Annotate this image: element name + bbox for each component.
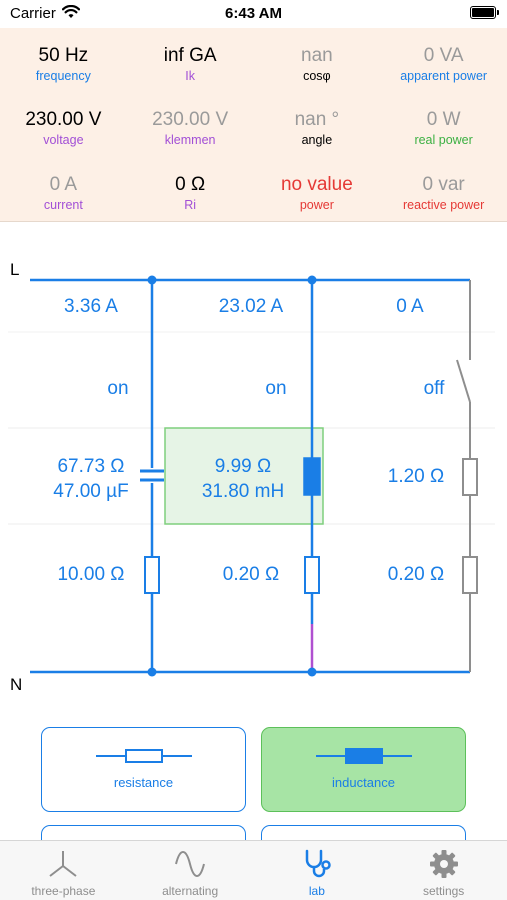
branch-2-reactance: 9.99 Ω [214,456,272,477]
gear-icon [429,850,458,878]
three-phase-icon [49,851,77,877]
readout-angle[interactable]: nan ° angle [254,92,381,156]
readout-ri[interactable]: 0 Ω Ri [127,157,254,221]
branch-1-current[interactable]: 3.36 A [64,296,118,317]
readout-value: nan [301,45,333,66]
readout-voltage[interactable]: 230.00 V voltage [0,92,127,156]
tab-bar: three-phase alternating lab [0,840,507,900]
readout-value: nan ° [294,109,340,131]
readout-value: 0 W [426,109,461,131]
battery-icon [470,6,499,19]
switch-blade [456,359,471,403]
inductance-button[interactable]: inductance [261,727,466,812]
readout-value: 0 var [422,173,465,195]
junction-dot [147,667,157,677]
readout-reactive-power[interactable]: 0 var reactive power [380,157,507,221]
readout-label: klemmen [164,133,216,148]
readout-value: 0 A [49,173,78,195]
inductance-label: inductance [332,775,395,790]
readout-current[interactable]: 0 A current [0,157,127,221]
readout-ik[interactable]: inf GA Ik [127,28,254,92]
readout-label: real power [414,133,473,148]
carrier-label: Carrier [10,5,56,22]
branch-1-reactance: 67.73 Ω [57,456,125,477]
clock: 6:43 AM [225,5,282,22]
readout-power[interactable]: no value power [254,157,381,221]
readout-value: 50 Hz [38,45,89,66]
junction-dot [307,667,317,677]
readout-value: inf GA [163,45,217,66]
selected-component-highlight [164,427,324,525]
readout-klemmen[interactable]: 230.00 V klemmen [127,92,254,156]
stethoscope-icon [305,849,331,878]
junction-dot [147,275,157,285]
tab-settings[interactable]: settings [380,841,507,900]
branch-3-reactance[interactable]: 1.20 Ω [387,466,445,487]
branch-2-inductor-values[interactable]: 9.99 Ω 31.80 mH [180,454,306,504]
circuit-schematic [8,275,495,677]
resistor-symbol-icon [96,749,192,763]
readout-label: current [43,197,83,212]
readout-frequency[interactable]: 50 Hz frequency [0,28,127,92]
branch-2-state[interactable]: on [265,378,287,399]
tab-lab[interactable]: lab [254,841,381,900]
readout-label: cosφ [303,69,331,83]
readout-value: 230.00 V [152,109,229,131]
readout-value: 0 VA [423,45,464,66]
sine-wave-icon [175,851,206,877]
branch-2-resistance[interactable]: 0.20 Ω [222,564,280,585]
readout-value: 230.00 V [25,109,102,131]
inductor [303,457,321,496]
tab-three-phase[interactable]: three-phase [0,841,127,900]
readout-apparent-power[interactable]: 0 VA apparent power [380,28,507,92]
readout-label: Ri [184,197,197,212]
wifi-icon [62,5,80,18]
resistance-button[interactable]: resistance [41,727,246,812]
branch-3-state[interactable]: off [423,378,445,399]
branch-3-current[interactable]: 0 A [396,296,424,317]
tab-alternating[interactable]: alternating [127,841,254,900]
readout-panel: 50 Hz frequency inf GA Ik nan cosφ 0 VA appa… [0,28,507,222]
resistance-label: resistance [113,775,174,790]
rail-label-n: N [10,675,23,694]
readout-label: apparent power [400,69,488,83]
readout-real-power[interactable]: 0 W real power [380,92,507,156]
tab-label: lab [308,884,325,898]
rail-label-l: L [10,260,20,279]
branch-3-resistance[interactable]: 0.20 Ω [387,564,445,585]
readout-value: no value [280,173,353,195]
status-bar: Carrier 6:43 AM [0,0,507,28]
readout-value: 0 Ω [175,173,206,195]
branch-1-state[interactable]: on [107,378,129,399]
branch-2-inductance: 31.80 mH [201,481,285,502]
branch-2-current[interactable]: 23.02 A [218,296,284,317]
readout-label: power [299,197,334,212]
circuit-diagram: L N 3.36 A on 67.73 Ω 47.00 µF 10.00 Ω 2… [0,222,507,702]
branch-1-resistance[interactable]: 10.00 Ω [57,564,125,585]
readout-label: angle [301,133,333,148]
battery-level [472,8,494,17]
readout-label: voltage [43,133,84,148]
readout-label: Ik [185,69,195,83]
tab-label: three-phase [31,884,96,898]
branch-1-capacitor-values[interactable]: 67.73 Ω 47.00 µF [30,454,152,504]
tab-label: alternating [162,884,219,898]
readout-cosphi[interactable]: nan cosφ [254,28,381,92]
tab-label: settings [422,884,465,898]
inductor-symbol-icon [316,748,412,764]
readout-label: frequency [35,69,91,83]
branch-1-capacitance: 47.00 µF [53,481,129,502]
junction-dot [307,275,317,285]
readout-label: reactive power [402,197,485,212]
